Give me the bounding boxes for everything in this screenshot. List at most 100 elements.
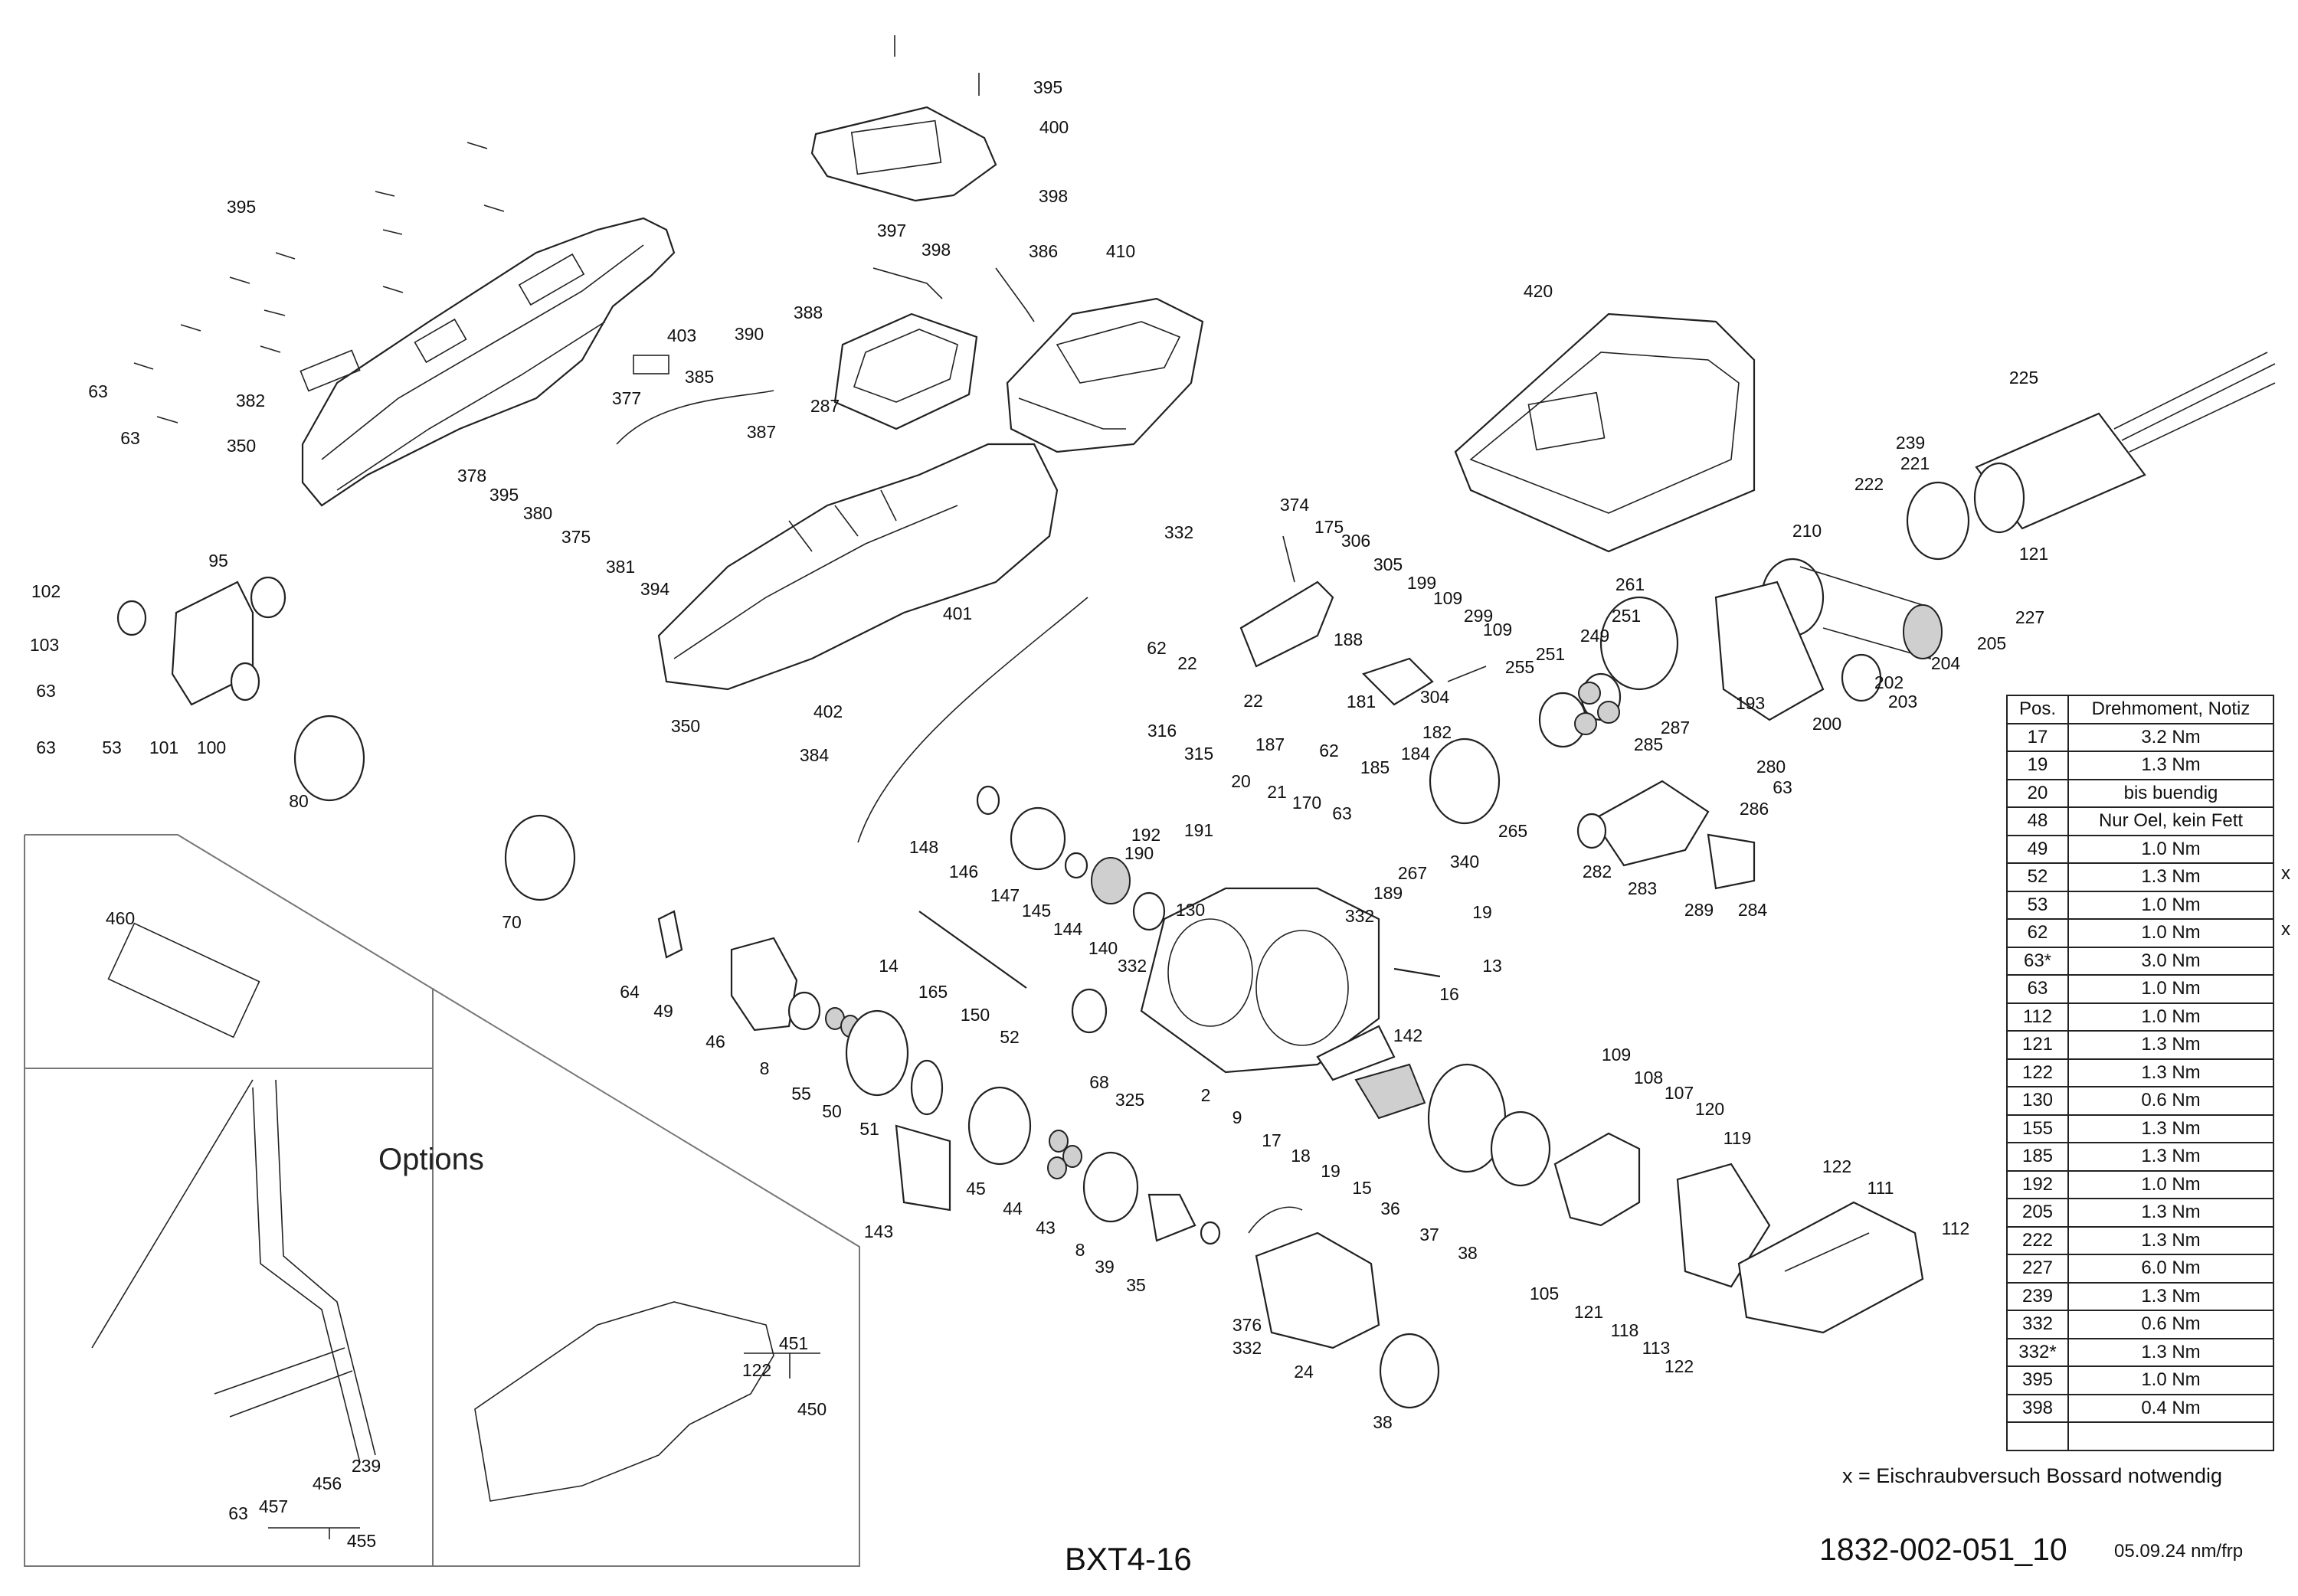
- callout-number: 146: [949, 862, 978, 881]
- callout-380: 380: [523, 503, 552, 523]
- callout-140: 140: [1088, 938, 1118, 958]
- callout-52: 52: [1000, 1027, 1020, 1047]
- callout-62: 62: [1147, 638, 1167, 658]
- callout-number: 147: [990, 885, 1020, 905]
- callout-number: 95: [208, 551, 228, 571]
- callout-121: 121: [1574, 1302, 1603, 1322]
- callout-332: 332: [1232, 1338, 1262, 1358]
- callout-number: 9: [1232, 1107, 1242, 1127]
- block-part: [633, 355, 669, 374]
- callout-number: 200: [1812, 714, 1841, 734]
- callout-number: 395: [1033, 77, 1062, 97]
- gearbox-head-part: [1248, 1206, 1440, 1409]
- callout-185: 185: [1360, 757, 1390, 777]
- callout-number: 24: [1294, 1362, 1314, 1382]
- callout-382: 382: [236, 391, 265, 410]
- ring-part: [1599, 596, 1679, 691]
- callout-239: 239: [1896, 433, 1925, 453]
- callout-number: 119: [1724, 1128, 1752, 1148]
- callout-189: 189: [1373, 883, 1403, 903]
- callout-number: 255: [1505, 657, 1534, 677]
- cable-harness-part: [857, 597, 1088, 843]
- callout-number: 381: [606, 557, 635, 577]
- callout-number: 455: [347, 1531, 376, 1551]
- torque-pos-cell: 63*: [2006, 946, 2069, 976]
- label-sheet-option: [107, 922, 260, 1038]
- callout-457: 457: [259, 1496, 288, 1516]
- callout-number: 102: [31, 581, 61, 601]
- callout-63: 63: [88, 381, 108, 401]
- callout-398: 398: [921, 240, 951, 260]
- callout-number: 14: [879, 956, 899, 976]
- callout-number: 19: [1472, 902, 1492, 922]
- callout-285: 285: [1634, 734, 1663, 754]
- callout-number: 401: [943, 603, 972, 623]
- callout-55: 55: [791, 1084, 811, 1104]
- callout-43: 43: [1036, 1218, 1056, 1238]
- torque-pos-cell: 332*: [2006, 1337, 2069, 1367]
- callout-number: 22: [1177, 653, 1197, 673]
- clamp-part: [1576, 780, 1756, 890]
- x-mark: x: [2281, 863, 2290, 884]
- base-plate-option: [474, 1301, 774, 1502]
- callout-number: 165: [918, 982, 948, 1002]
- callout-190: 190: [1124, 843, 1154, 863]
- callout-number: 316: [1147, 721, 1177, 741]
- callout-49: 49: [653, 1001, 673, 1021]
- charger-part: [1454, 312, 1756, 553]
- callout-332: 332: [1164, 522, 1193, 542]
- callout-36: 36: [1380, 1199, 1400, 1218]
- lever-assembly-part: [1239, 535, 1487, 706]
- callout-121: 121: [2019, 544, 2048, 564]
- callout-number: 382: [236, 391, 265, 410]
- callout-number: 118: [1611, 1320, 1639, 1340]
- callout-number: 38: [1458, 1243, 1478, 1263]
- torque-pos-cell: 130: [2006, 1086, 2069, 1116]
- callout-68: 68: [1089, 1072, 1109, 1092]
- callout-15: 15: [1352, 1178, 1372, 1198]
- callout-number: 62: [1319, 741, 1339, 760]
- callout-24: 24: [1294, 1362, 1314, 1382]
- callout-305: 305: [1373, 554, 1403, 574]
- upper-housing-part: [301, 217, 676, 507]
- callout-number: 210: [1792, 521, 1822, 541]
- callout-number: 225: [2009, 368, 2038, 388]
- callout-number: 181: [1347, 692, 1376, 711]
- torque-value-cell: 1.3 Nm: [2067, 1281, 2274, 1311]
- callout-46: 46: [705, 1032, 725, 1051]
- callout-number: 202: [1874, 672, 1904, 692]
- torque-pos-cell: 49: [2006, 834, 2069, 864]
- torque-pos-cell: 63: [2006, 974, 2069, 1004]
- callout-64: 64: [620, 982, 640, 1002]
- callout-number: 451: [779, 1333, 808, 1353]
- callout-378: 378: [457, 466, 486, 486]
- torque-table-row: [2006, 1421, 2274, 1451]
- callout-number: 280: [1756, 757, 1786, 777]
- x-mark: x: [2281, 918, 2290, 940]
- shaft-part: [918, 911, 1027, 989]
- torque-value-cell: 1.3 Nm: [2067, 1142, 2274, 1172]
- torque-value-cell: 1.3 Nm: [2067, 751, 2274, 780]
- torque-pos-cell: 398: [2006, 1393, 2069, 1423]
- callout-number: 53: [102, 737, 122, 757]
- callout-109: 109: [1483, 620, 1512, 639]
- callout-number: 121: [1574, 1302, 1603, 1322]
- callout-193: 193: [1736, 693, 1765, 713]
- callout-53: 53: [102, 737, 122, 757]
- callout-number: 63: [36, 681, 56, 701]
- callout-113: 113: [1642, 1338, 1671, 1358]
- callout-number: 398: [1039, 186, 1068, 206]
- callout-number: 103: [30, 635, 59, 655]
- callout-142: 142: [1393, 1025, 1422, 1045]
- callout-451: 451: [779, 1333, 808, 1353]
- callout-395: 395: [1033, 77, 1062, 97]
- callout-455: 455: [347, 1531, 376, 1551]
- torque-value-cell: 0.6 Nm: [2067, 1086, 2274, 1116]
- callout-number: 340: [1450, 852, 1479, 872]
- callout-number: 305: [1373, 554, 1403, 574]
